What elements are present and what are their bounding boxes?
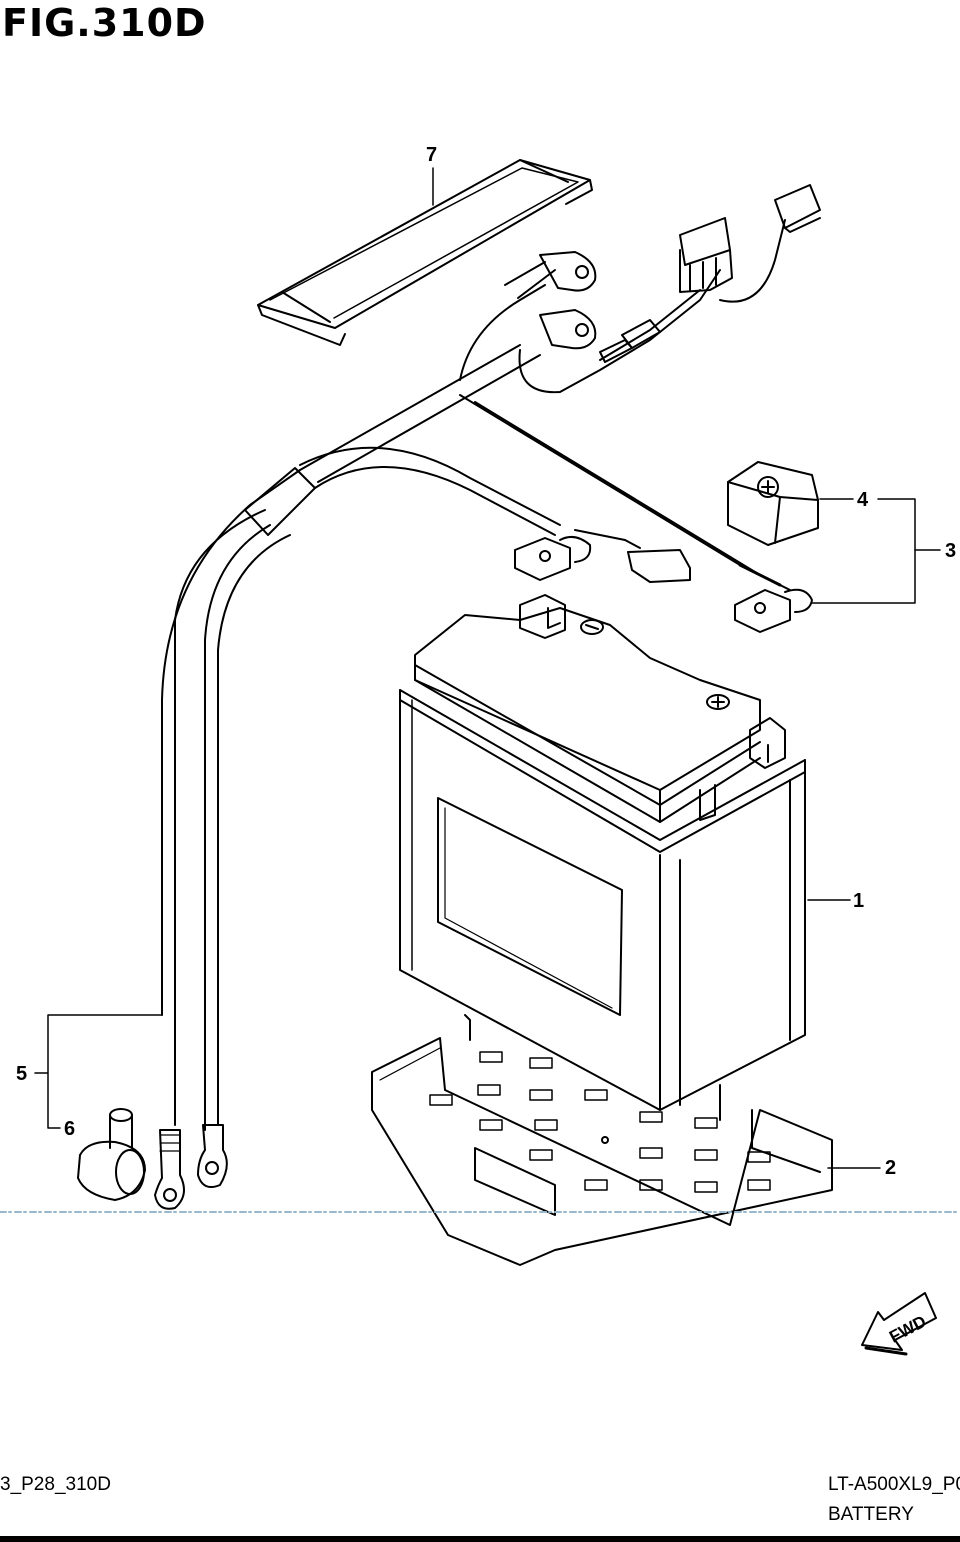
footer-left-code: 3_P28_310D <box>0 1474 111 1495</box>
callout-6: 6 <box>64 1118 76 1140</box>
battery-tray-part-2 <box>371 1014 833 1266</box>
figure-title: FIG.310D <box>2 1 207 45</box>
leader-lines <box>34 167 941 1169</box>
battery-strap-part-7 <box>257 159 593 346</box>
callout-4: 4 <box>857 489 869 511</box>
footer-model-code: LT-A500XL9_P0 <box>828 1474 960 1495</box>
callout-7: 7 <box>426 144 438 166</box>
footer-section-name: BATTERY <box>828 1504 914 1525</box>
callout-3: 3 <box>945 540 957 562</box>
battery-harness-part-5 <box>154 184 821 1210</box>
bottom-border <box>0 1536 960 1542</box>
fwd-arrow-icon: FWD <box>861 1292 937 1356</box>
callout-1: 1 <box>853 890 865 912</box>
battery-part-1 <box>399 594 806 1111</box>
callout-2: 2 <box>885 1157 897 1179</box>
terminal-cover-part-4 <box>727 461 819 546</box>
cap-part-6 <box>77 1108 146 1201</box>
callout-5: 5 <box>16 1063 28 1085</box>
